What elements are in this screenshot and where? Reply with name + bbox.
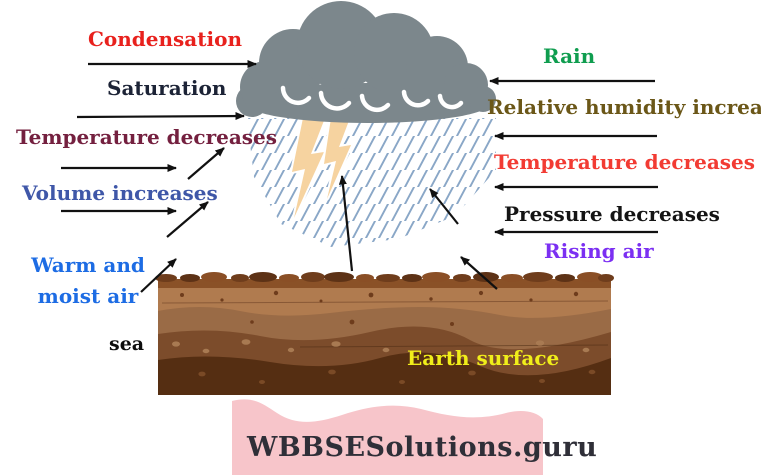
label-warm-moist-air-line1: Warm and [31,253,145,277]
label-temperature-decreases-right: Temperature decreases [494,150,756,174]
label-warm-moist-air-line2: moist air [37,284,139,308]
label-saturation: Saturation [107,76,227,100]
soil-pebbles-mid [172,339,590,354]
lightning-icon [289,116,355,219]
watermark-text: WBBSESolutions.guru [247,432,598,463]
label-warm-moist-air: Warm and moist air [29,250,147,312]
arrow-saturation [76,112,245,121]
arrow-rising-mid [429,188,459,225]
label-condensation: Condensation [88,27,242,51]
cloud-crescent-highlights [280,0,591,113]
watermark-blob [232,399,543,475]
soil-speckles-top [180,290,579,326]
soil-pebbles-bottom [198,369,596,384]
label-temperature-decreases-left: Temperature decreases [16,125,278,149]
label-rain: Rain [543,44,596,68]
earth-illustration [155,272,614,395]
label-rising-air: Rising air [544,239,654,263]
label-earth-surface: Earth surface [407,346,560,370]
rain-hatch [247,118,496,247]
label-volume-increases: Volume increases [22,181,218,205]
storm-cloud-illustration [236,0,591,123]
arrow-temperature-left-diagonal [187,147,225,180]
earth-surface-pebbles [155,272,614,282]
label-pressure-decreases: Pressure decreases [504,202,720,226]
arrow-rising-right [460,256,498,290]
arrows [61,60,658,293]
label-sea: sea [109,333,145,355]
label-relative-humidity-increases: Relative humidity increases [487,95,761,119]
arrow-rising-long [338,175,354,272]
arrow-volume-diagonal [166,201,209,238]
arrow-warm-air-diagonal [140,258,177,293]
